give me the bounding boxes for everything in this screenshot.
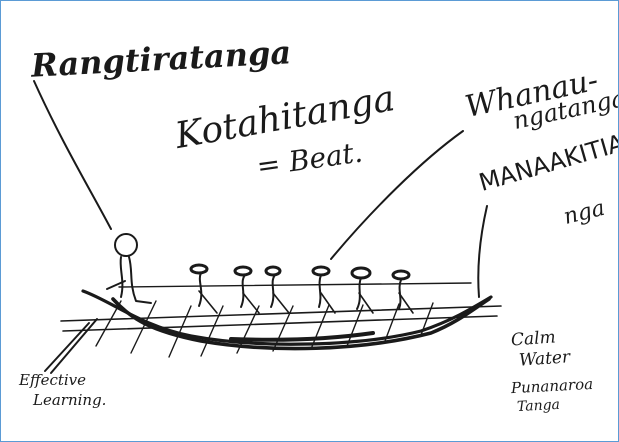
paddler-1 [189,263,218,314]
leader-line-effective-learning [50,318,98,374]
water-line-lower [62,315,498,332]
leader-line-manaakitanga [477,205,488,298]
paddler-2 [233,265,260,314]
waka-gunwale [118,282,472,288]
waka-keel [229,331,375,342]
leader-figure [106,233,152,304]
paddler-5 [350,266,374,314]
label-effective: Effective [19,371,87,389]
waka-hull-bottom [111,297,491,351]
paddler-6 [391,269,414,314]
leader-line-rangatiratanga [33,80,112,230]
paddler-4 [311,265,336,314]
leader-line-whanaungatanga [330,130,464,260]
label-learning: Learning. [33,391,107,409]
label-water: Water [518,347,571,371]
leader-line-effective-learning-2 [44,322,90,372]
label-punanaroa: Punanaroa [510,374,594,398]
paddler-3 [264,265,290,314]
label-tanga: Tanga [516,396,561,416]
label-calm: Calm [510,327,557,351]
